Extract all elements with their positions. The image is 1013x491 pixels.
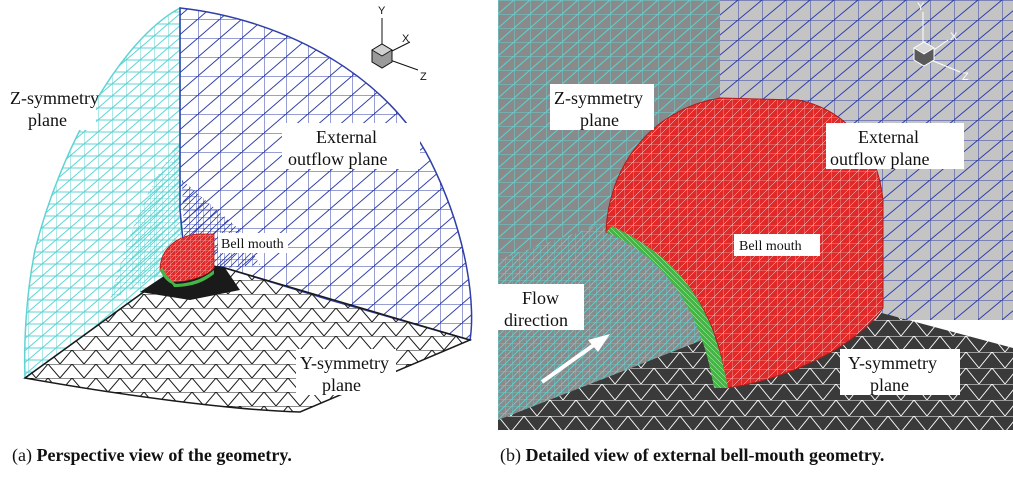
z-symmetry-label-box: [6, 84, 96, 130]
flow-direction-label-line2: direction: [504, 310, 568, 330]
y-symmetry-label-box-b: [840, 349, 960, 395]
z-symmetry-plane-mesh: [23, 6, 186, 380]
axis-y-label-a: Y: [378, 5, 386, 17]
bell-mouth-label-box: [218, 233, 288, 253]
panel-a-perspective-view: Bell mouth Z-symmetry plane External out…: [0, 0, 490, 420]
y-symmetry-label-line1-b: Y-symmetry: [848, 353, 937, 373]
axis-z-label-b: Z: [962, 71, 969, 83]
external-outflow-label-box: [282, 123, 420, 169]
panel-b-detailed-view: Z-symmetry plane External outflow plane …: [498, 0, 1013, 430]
y-symmetry-label-line2-b: plane: [870, 375, 909, 395]
y-symmetry-label-box: [296, 349, 396, 395]
external-outflow-label-line1-b: External: [858, 127, 919, 147]
axis-z-label-a: Z: [420, 71, 427, 83]
bell-mouth-lip-b: [606, 226, 728, 388]
z-symmetry-label-line2: plane: [28, 110, 67, 130]
axis-x-label-a: X: [402, 33, 410, 45]
bell-mouth-shape: [159, 233, 215, 283]
caption-a: (a) Perspective view of the geometry.: [12, 443, 482, 467]
z-symmetry-label-line2-b: plane: [580, 110, 619, 130]
axis-y-label-b: Y: [917, 1, 925, 13]
z-symmetry-label-line1: Z-symmetry: [10, 88, 99, 108]
flow-direction-label-line1: Flow: [522, 288, 559, 308]
y-symmetry-dense-region: [140, 262, 240, 300]
bell-mouth-base-lip: [172, 270, 214, 287]
panel-b-graphic: Z-symmetry plane External outflow plane …: [498, 0, 1013, 430]
y-symmetry-label-line1: Y-symmetry: [300, 353, 389, 373]
external-outflow-label-line1: External: [316, 127, 377, 147]
flow-direction-arrow: [540, 334, 610, 384]
caption-b: (b) Detailed view of external bell-mouth…: [500, 443, 1005, 467]
axis-triad-b: Y X Z: [913, 1, 969, 83]
external-outflow-label-box-b: [826, 123, 964, 169]
caption-a-text: Perspective view of the geometry.: [36, 445, 292, 465]
z-symmetry-label-box-b: [550, 84, 654, 130]
bell-mouth-label: Bell mouth: [221, 237, 284, 252]
external-outflow-label-line2-b: outflow plane: [830, 149, 929, 169]
axis-x-label-b: X: [950, 31, 958, 43]
external-outflow-label-line2: outflow plane: [288, 149, 387, 169]
caption-b-tag: (b): [500, 445, 521, 465]
y-symmetry-label-line2: plane: [322, 375, 361, 395]
caption-b-text: Detailed view of external bell-mouth geo…: [525, 445, 885, 465]
bell-mouth-label-box-b: [734, 234, 820, 256]
axis-triad-a: Y X Z: [371, 5, 427, 83]
flow-direction-label-box: [498, 284, 584, 330]
caption-a-tag: (a): [12, 445, 32, 465]
panel-a-graphic: Bell mouth Z-symmetry plane External out…: [6, 5, 473, 413]
z-symmetry-label-line1-b: Z-symmetry: [554, 88, 643, 108]
bell-mouth-lip: [160, 268, 176, 284]
bell-mouth-label-b: Bell mouth: [739, 239, 802, 254]
